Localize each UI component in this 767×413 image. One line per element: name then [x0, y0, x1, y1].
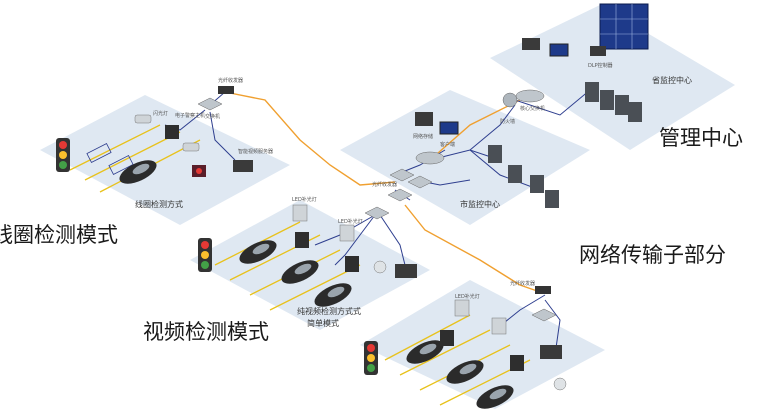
- label-network-storage: 网络存储: [413, 133, 433, 140]
- police-host-icon: [440, 330, 454, 346]
- caption-simple-mode: 简单模式: [307, 318, 339, 328]
- label-fiber-transceiver: 光纤收发器: [218, 77, 243, 84]
- label-core-switch: 核心交换机: [520, 105, 545, 112]
- camera-icon: [182, 142, 200, 152]
- label-flash-light: 闪光灯: [153, 110, 168, 117]
- led-fill-light-icon: [491, 317, 507, 335]
- smart-video-server-icon: [540, 345, 562, 359]
- label-smart-video-server: 智能视频服务器: [238, 148, 273, 155]
- label-fiber-transceiver-2: 光纤收发器: [372, 181, 397, 188]
- caption-city-monitor-center: 市监控中心: [460, 199, 500, 209]
- monitor-icon: [549, 43, 569, 57]
- server-icon: [628, 102, 642, 122]
- fiber-transceiver-icon: [535, 286, 551, 294]
- traffic-light-icon: [198, 238, 212, 272]
- caption-pure-video-method: 纯视频检测方式式: [297, 306, 361, 316]
- io-device-icon: [192, 165, 206, 177]
- smart-video-server-icon: [233, 160, 253, 172]
- switch-icon: [407, 175, 433, 189]
- police-host-icon: [165, 125, 179, 139]
- label-firewall: 防火墙: [500, 118, 515, 125]
- car-icon: [239, 240, 277, 264]
- label-network-transmission: 网络传输子部分: [579, 243, 726, 267]
- label-dlp-controller: DLP控制器: [588, 62, 613, 69]
- monitor-icon: [439, 121, 459, 135]
- label-switch: 交换机: [205, 113, 220, 120]
- police-host-icon: [510, 355, 524, 371]
- server-icon: [508, 165, 522, 183]
- label-loop-detection-mode: 线圈检测模式: [0, 223, 118, 247]
- switch-icon: [387, 188, 413, 202]
- led-fill-light-icon: [339, 224, 355, 242]
- label-electronic-police-host: 电子警察主机: [175, 112, 205, 119]
- caption-province-monitor-center: 省监控中心: [652, 75, 692, 85]
- fiber-links: [224, 91, 541, 293]
- led-fill-light-icon: [292, 204, 308, 222]
- network-storage-icon: [522, 38, 540, 50]
- label-management-center: 管理中心: [659, 126, 743, 150]
- server-icon: [585, 82, 599, 102]
- router-icon: [415, 151, 445, 165]
- car-icon: [446, 360, 484, 384]
- dome-camera-icon: [373, 260, 387, 274]
- car-icon: [406, 340, 444, 364]
- car-icon: [281, 260, 319, 284]
- platform-network-core: [340, 90, 590, 225]
- car-icon: [314, 283, 352, 307]
- server-icon: [530, 175, 544, 193]
- server-icon: [488, 145, 502, 163]
- traffic-light-icon: [56, 138, 70, 172]
- led-fill-light-icon: [454, 299, 470, 317]
- label-led-fill-light-3: LED补光灯: [455, 293, 480, 300]
- switch-icon: [197, 97, 223, 111]
- fiber-transceiver-icon: [218, 86, 234, 94]
- car-icon: [476, 385, 514, 409]
- police-host-icon: [295, 232, 309, 248]
- label-fiber-transceiver-3: 光纤收发器: [510, 280, 535, 287]
- label-led-fill-light: LED补光灯: [292, 196, 317, 203]
- network-storage-icon: [415, 112, 433, 126]
- server-icon: [600, 90, 614, 110]
- video-wall-icon: [599, 3, 649, 50]
- platform-loop-detection: [40, 95, 290, 225]
- caption-loop-detection-method: 线圈检测方式: [135, 199, 183, 209]
- car-icon: [119, 160, 157, 184]
- platform-management-center: [490, 5, 735, 150]
- traffic-light-icon: [364, 341, 378, 375]
- platform-video-detection-2: [360, 280, 605, 409]
- firewall-icon: [502, 92, 518, 108]
- camera-icon: [134, 114, 152, 124]
- loop-coils: [86, 143, 134, 175]
- police-host-icon: [345, 256, 359, 272]
- label-video-detection-mode: 视频检测模式: [143, 320, 269, 344]
- switch-icon: [389, 168, 415, 182]
- switch-icon: [531, 308, 557, 322]
- router-icon: [515, 89, 545, 103]
- switch-icon: [364, 206, 390, 220]
- server-icon: [545, 190, 559, 208]
- dome-camera-icon: [553, 377, 567, 391]
- dlp-controller-icon: [590, 46, 606, 56]
- server-icon: [615, 95, 629, 115]
- label-led-fill-light-2: LED补光灯: [338, 218, 363, 225]
- smart-video-server-icon: [395, 264, 417, 278]
- label-client: 客户端: [440, 141, 455, 148]
